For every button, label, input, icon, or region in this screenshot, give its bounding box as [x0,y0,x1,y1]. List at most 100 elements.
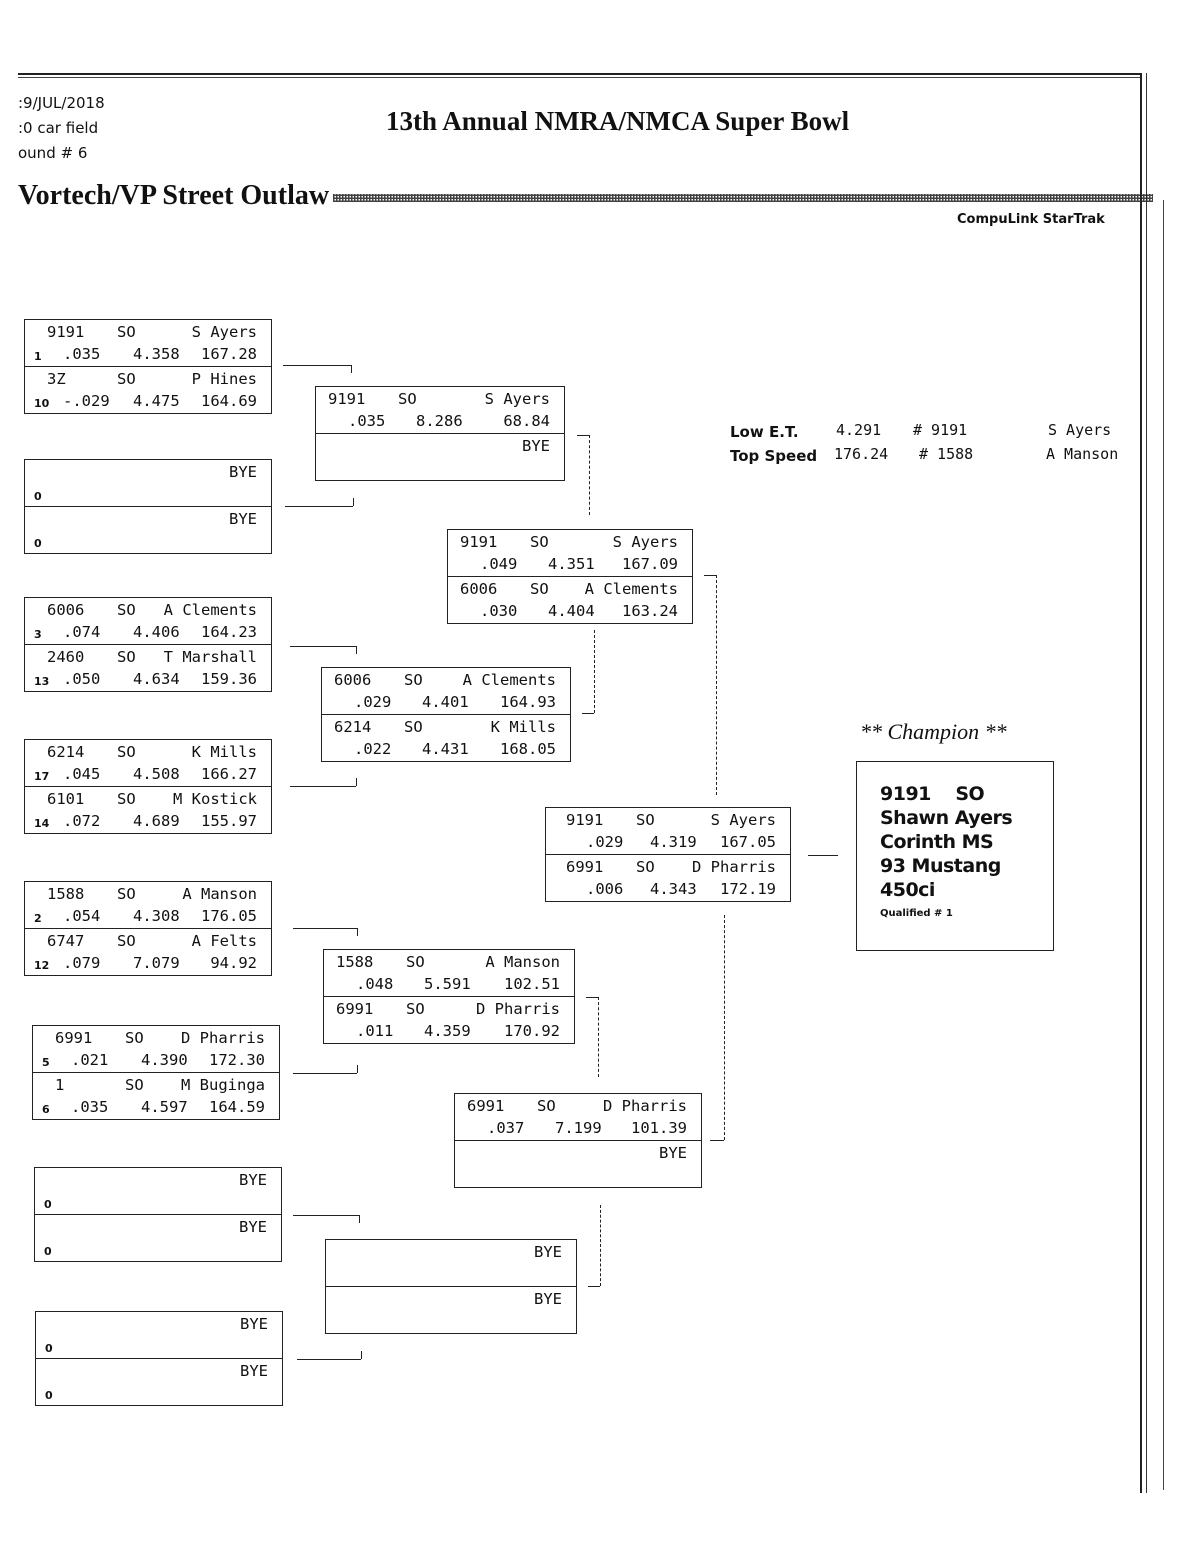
mph: 94.92 [210,954,257,972]
seed-number: 1 [34,350,42,363]
seed-number: 17 [34,770,50,783]
class-code: SO [398,390,417,408]
connector-tick [361,1351,362,1359]
driver-name: P Hines [191,370,257,388]
reaction-time: .011 [356,1022,394,1040]
elapsed-time: 4.508 [133,765,180,783]
connector-tick [356,778,357,786]
connector-tick [357,1065,358,1073]
bracket-slot: BYE [326,1286,576,1333]
reaction-time: .050 [63,670,101,688]
driver-name: D Pharris [692,858,776,876]
class-code: SO [117,743,136,761]
bracket-slot: BYE [316,433,564,480]
seed-number: 3 [34,628,42,641]
class-code: SO [537,1097,556,1115]
driver-name: BYE [534,1290,562,1308]
elapsed-time: 4.597 [141,1098,188,1116]
elapsed-time: 4.308 [133,907,180,925]
driver-name: A Manson [485,953,560,971]
reaction-time: .035 [63,345,101,363]
car-number: 6991 [566,858,604,876]
connector-tick [359,1215,360,1223]
elapsed-time: 4.406 [133,623,180,641]
reaction-time: .022 [354,740,392,758]
elapsed-time: 4.351 [548,555,595,573]
right-rule-outer [1163,200,1164,1490]
reaction-time: .072 [63,812,101,830]
top-rule [18,73,1142,75]
event-date: :9/JUL/2018 [18,94,105,112]
mph: 101.39 [631,1119,687,1137]
seed-number: 0 [44,1198,52,1211]
driver-name: A Clements [462,671,556,689]
bracket-slot: BYE [326,1240,576,1286]
elapsed-time: 4.634 [133,670,180,688]
driver-name: D Pharris [181,1029,265,1047]
event-title: 13th Annual NMRA/NMCA Super Bowl [386,106,850,136]
reaction-time: .029 [586,833,624,851]
mph: 68.84 [503,412,550,430]
driver-name: BYE [229,510,257,528]
driver-name: BYE [229,463,257,481]
top-speed-label: Top Speed [730,447,818,465]
mph: 176.05 [201,907,257,925]
driver-name: BYE [240,1315,268,1333]
mph: 163.24 [622,602,678,620]
champion-card: 9191 SO Shawn Ayers Corinth MS 93 Mustan… [856,761,1054,951]
car-number: 1588 [47,885,85,903]
right-rule-inner [1146,73,1147,1493]
reaction-time: .035 [71,1098,109,1116]
class-code: SO [404,671,423,689]
connector-line [293,1073,357,1074]
low-et-car: # 9191 [913,421,968,439]
class-code: SO [125,1076,144,1094]
reaction-time: .079 [63,954,101,972]
connector-line [582,713,594,714]
low-et-value: 4.291 [836,421,882,439]
connector-dashed [598,997,599,1077]
driver-name: BYE [659,1144,687,1162]
connector-dashed [724,915,725,1140]
right-rule [1140,73,1142,1493]
class-title: Vortech/VP Street Outlaw [18,180,330,211]
reaction-time: .035 [348,412,386,430]
class-code: SO [404,718,423,736]
mph: 167.05 [720,833,776,851]
reaction-time: .006 [586,880,624,898]
elapsed-time: 4.359 [424,1022,471,1040]
car-number: 6991 [55,1029,93,1047]
driver-name: BYE [522,437,550,455]
champion-car-class: 9191 SO [880,783,985,805]
connector-line [293,1215,359,1216]
connector-line [290,786,356,787]
elapsed-time: 4.404 [548,602,595,620]
driver-name: A Felts [191,932,257,950]
reaction-time: .037 [487,1119,525,1137]
connector-line [808,855,838,856]
class-code: SO [117,790,136,808]
seed-number: 6 [42,1103,50,1116]
reaction-time: .054 [63,907,101,925]
connector-dashed [589,435,590,515]
elapsed-time: 7.199 [555,1119,602,1137]
elapsed-time: 8.286 [416,412,463,430]
driver-name: M Kostick [173,790,257,808]
driver-name: K Mills [490,718,556,736]
driver-name: S Ayers [191,323,257,341]
